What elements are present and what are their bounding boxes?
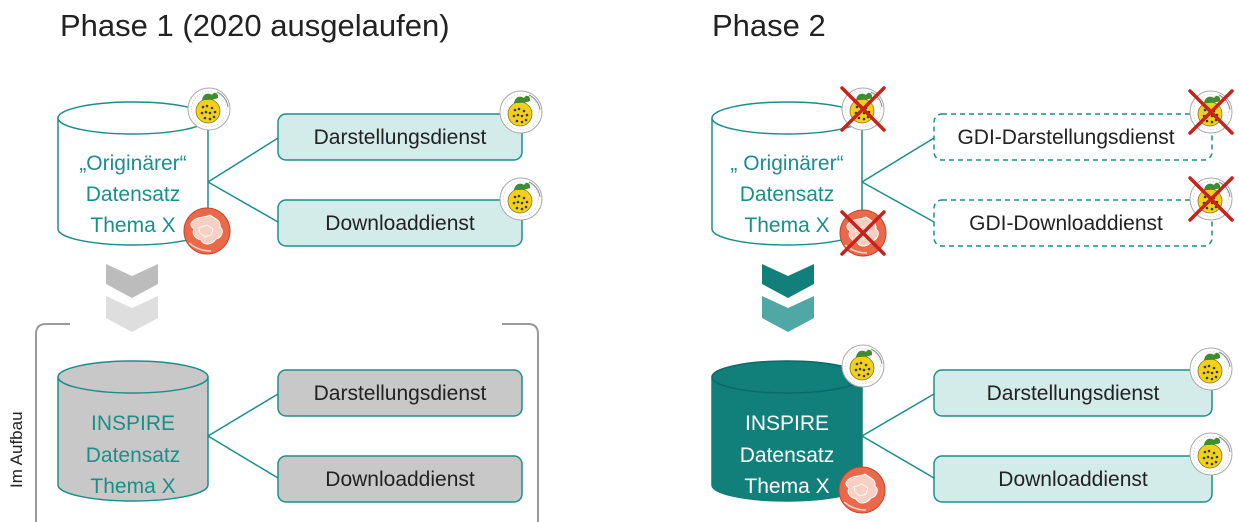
phase1-source-dataset-cylinder	[57, 101, 209, 246]
phase1-inspire-download-service-box	[277, 455, 523, 503]
phase2-inspire-label-1: INSPIRE	[745, 412, 829, 435]
phase1-bracket	[35, 323, 539, 522]
phase2-gdi-view-service-box	[933, 113, 1213, 161]
inspire-seal-icon	[187, 87, 231, 131]
phase1-title: Phase 1 (2020 ausgelaufen)	[60, 8, 450, 43]
phase1-bracket-label: Im Aufbau	[7, 411, 26, 488]
phase1-download-service-label: Downloaddienst	[325, 212, 475, 235]
phase1-inspire-connectors	[207, 393, 279, 479]
phase1-source-label-2: Datensatz	[86, 183, 181, 206]
phase1-source-connectors	[207, 137, 279, 223]
phase2-inspire-download-service-box	[933, 455, 1213, 503]
phase1-source-label-1: „Originärer“	[79, 152, 186, 175]
chevron-down-icon	[106, 296, 158, 332]
phase2-gdi-download-service-box	[933, 199, 1213, 247]
inspire-seal-icon	[841, 344, 885, 388]
phase1-source-label-3: Thema X	[90, 214, 175, 237]
phase1-inspire-label-2: Datensatz	[86, 444, 181, 467]
chevron-down-icon	[106, 264, 158, 298]
phase1-inspire-label-3: Thema X	[90, 475, 175, 498]
phase2-source-connectors	[861, 137, 935, 223]
phase1-inspire-label-1: INSPIRE	[91, 412, 175, 435]
phase2-inspire-label-2: Datensatz	[740, 444, 835, 467]
phase1-inspire-view-service-box	[277, 369, 523, 417]
phase1-view-service-label: Darstellungsdienst	[314, 126, 487, 149]
phase2-source-label-3: Thema X	[744, 214, 829, 237]
phase2-inspire-download-service-label: Downloaddienst	[998, 468, 1148, 491]
phase2-inspire-label-3: Thema X	[744, 475, 829, 498]
phase1-download-service-box	[277, 199, 523, 247]
phase2-gdi-view-service-label: GDI-Darstellungsdienst	[957, 126, 1174, 149]
phase2-gdi-download-service-label: GDI-Downloaddienst	[969, 212, 1163, 235]
phase2-title: Phase 2	[712, 8, 826, 43]
phase2-source-label-2: Datensatz	[740, 183, 835, 206]
europe-globe-icon	[838, 466, 886, 514]
phase2-inspire-view-service-box	[933, 369, 1213, 417]
inspire-seal-icon	[1189, 347, 1233, 391]
chevron-down-icon	[762, 264, 814, 298]
phase2-inspire-connectors	[861, 393, 935, 479]
phase1-inspire-view-service-label: Darstellungsdienst	[314, 382, 487, 405]
phase2-source-label-1: „ Originärer“	[730, 152, 843, 175]
phase2-inspire-view-service-label: Darstellungsdienst	[987, 382, 1160, 405]
inspire-seal-icon	[499, 90, 543, 134]
chevron-down-icon	[762, 296, 814, 332]
phase1-view-service-box	[277, 113, 523, 161]
inspire-seal-icon	[1189, 432, 1233, 476]
phase1-inspire-download-service-label: Downloaddienst	[325, 468, 475, 491]
inspire-seal-icon	[499, 177, 543, 221]
europe-globe-icon	[183, 207, 231, 255]
phase1-inspire-dataset-cylinder	[57, 360, 209, 502]
